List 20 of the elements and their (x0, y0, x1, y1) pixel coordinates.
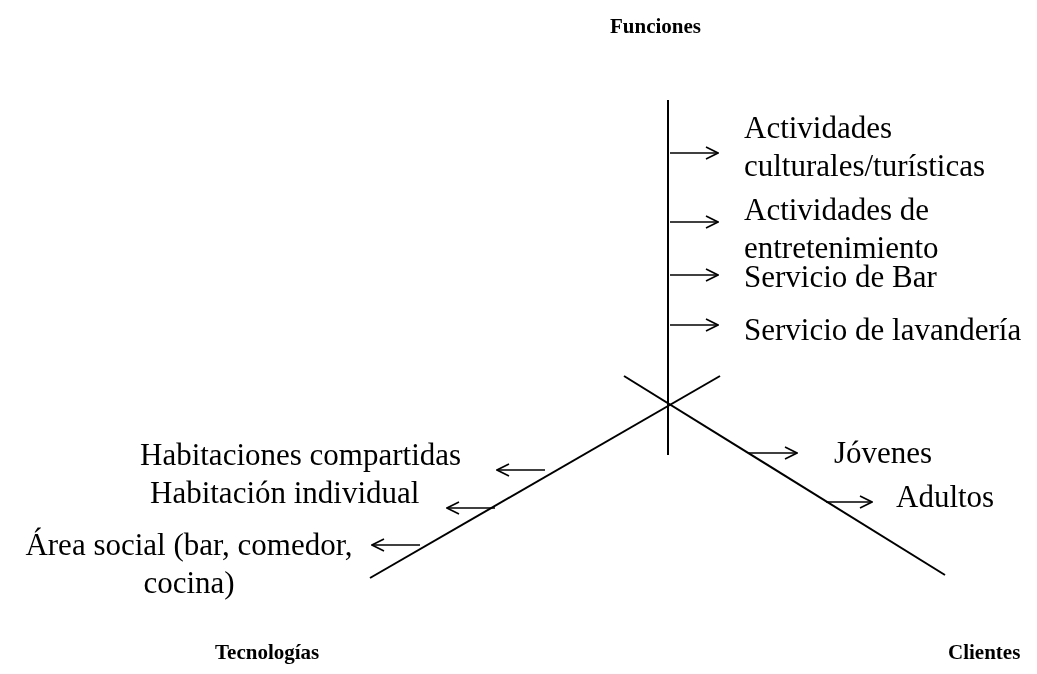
arrow (747, 446, 798, 460)
item-text: Jóvenes (797, 434, 957, 472)
arrow (669, 268, 719, 282)
item-text: Área social (bar, comedor, cocina) (6, 526, 372, 602)
arrow (446, 501, 496, 515)
axis-heading: Clientes (948, 640, 1021, 665)
arrow (669, 318, 719, 332)
item-text: Habitaciones compartidas (140, 436, 497, 474)
arrow (669, 215, 719, 229)
axis-heading: Funciones (610, 14, 701, 39)
item-text: Adultos (872, 478, 1022, 516)
arrow (825, 495, 873, 509)
arrow (669, 146, 719, 160)
item-text: Servicio de Bar (718, 258, 1030, 296)
item-text: Actividades culturales/turísticas (718, 109, 1030, 185)
item-text: Servicio de lavandería (718, 311, 1030, 349)
axis-heading: Tecnologías (215, 640, 320, 665)
arrow (496, 463, 546, 477)
item-text: Habitación individual (150, 474, 447, 512)
arrow (371, 538, 421, 552)
